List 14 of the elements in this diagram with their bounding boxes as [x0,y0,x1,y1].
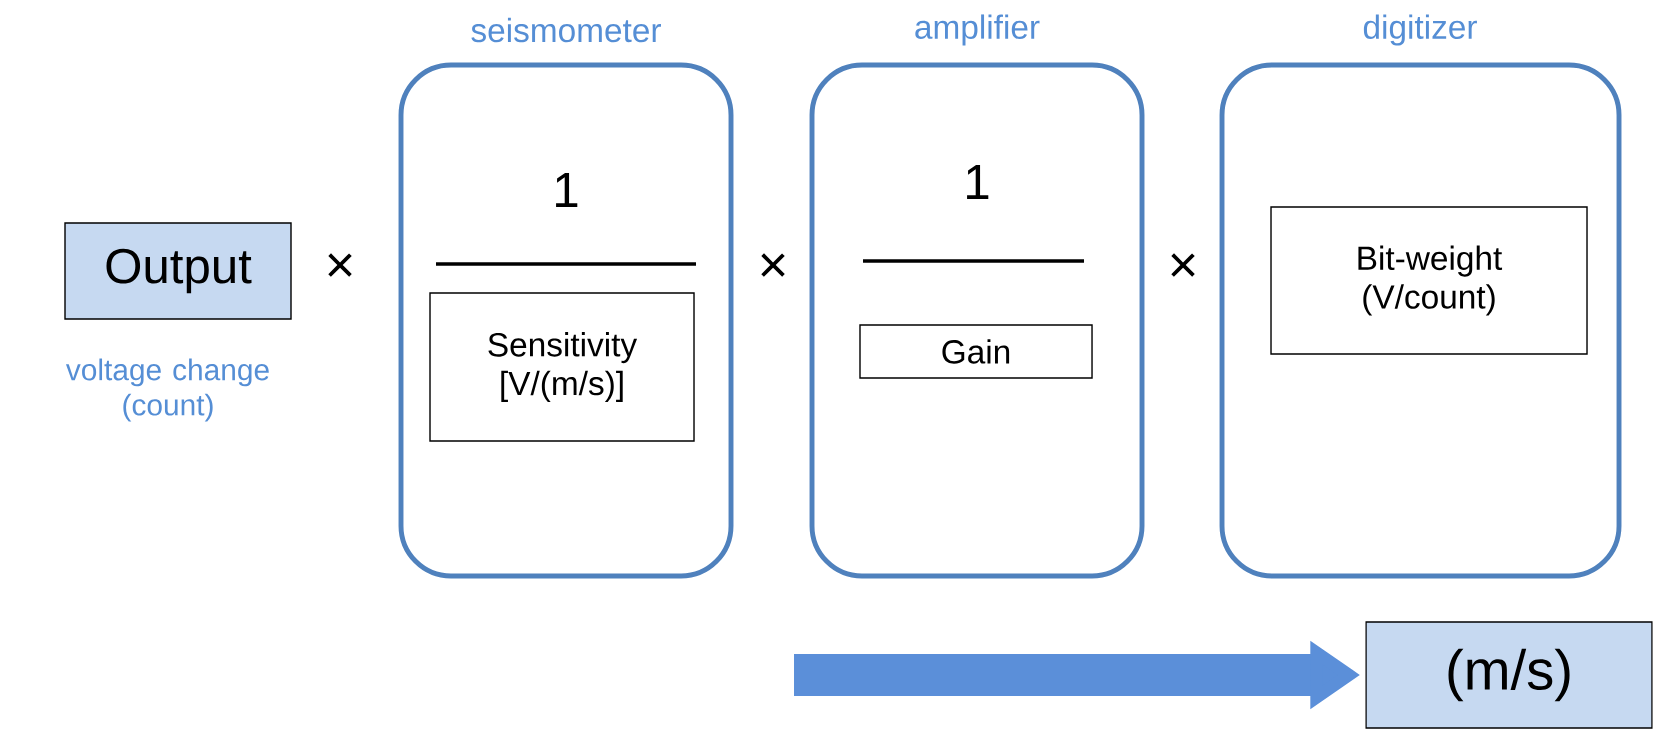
multiply-sign: × [761,253,785,277]
formula-box: Sensitivity [V/(m/s)] [429,292,695,442]
formula-box: Gain [859,324,1093,379]
value-box: (m/s) [1365,621,1653,729]
numerator: 1 [967,165,989,199]
node-label: voltage change (count) [65,358,269,422]
stage-heading: digitizer [1363,14,1477,46]
formula-box: Bit-weight (V/count) [1270,206,1588,355]
stage-heading: amplifier [915,14,1040,46]
stage-heading: seismometer [471,17,661,43]
value-box: Output [64,222,292,320]
multiply-sign: × [1171,253,1195,277]
multiply-sign: × [328,253,352,277]
numerator: 1 [556,173,578,207]
